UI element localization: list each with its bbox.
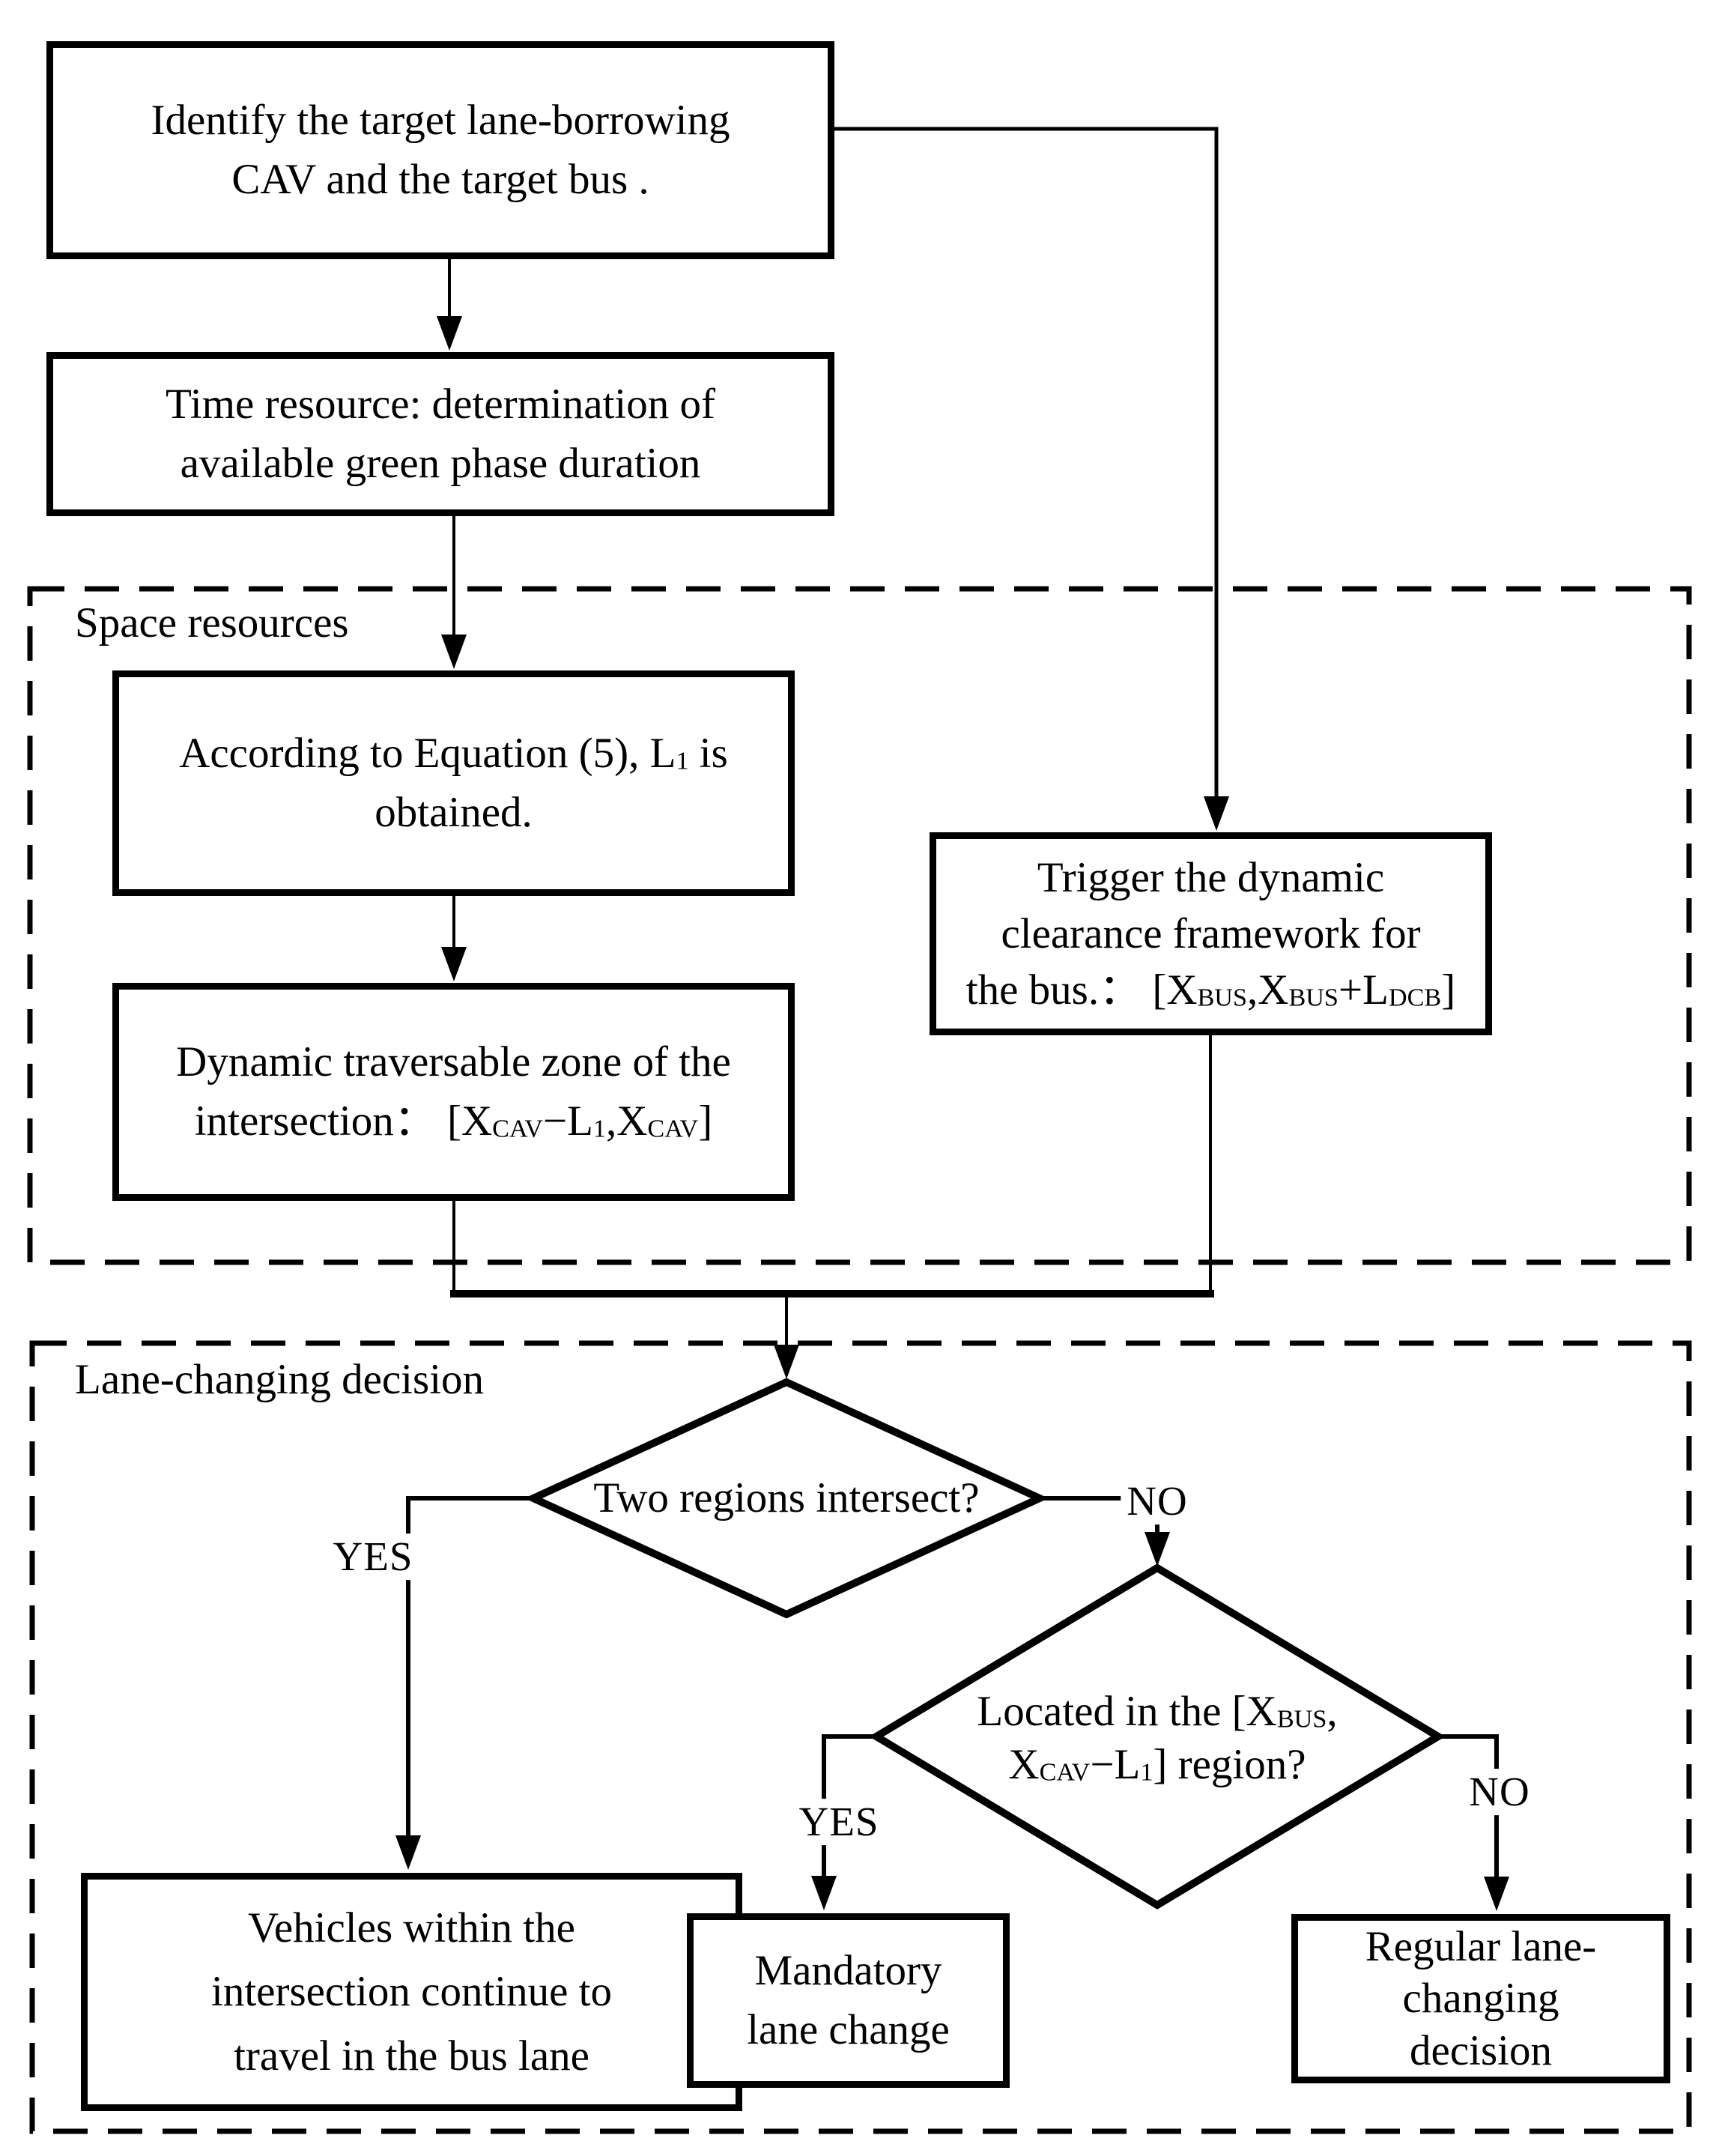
box-vehicles-line1: Vehicles within the: [248, 1904, 575, 1951]
box-dynamic-line2: intersection： [XCAV−L1,XCAV]: [195, 1092, 712, 1151]
box-regular-line2: changing: [1402, 1975, 1559, 2023]
box-dynamic-minus-l: −L: [542, 1097, 593, 1145]
box-dynamic-sub-cav1: CAV: [492, 1115, 543, 1143]
box-mandatory-line2: lane change: [747, 2005, 950, 2053]
label-yes-located: YES: [792, 1799, 885, 1845]
box-trigger-line1: Trigger the dynamic: [1037, 853, 1385, 901]
box-trigger-bracket: ]: [1441, 966, 1456, 1014]
diamond-located-line2: XCAV−L1] region?: [895, 1739, 1419, 1792]
box-equation-l1: According to Equation (5), L1 is obtaine…: [112, 670, 795, 896]
box-trigger-line3-text: the bus.： [X: [965, 966, 1198, 1014]
arrow-intersect-yes-head: [395, 1835, 421, 1870]
box-trigger-clearance: Trigger the dynamic clearance framework …: [930, 832, 1492, 1035]
box-vehicles-line3: travel in the bus lane: [234, 2032, 589, 2080]
box-dynamic-line2-text: intersection： [X: [194, 1097, 493, 1145]
arrow-into-trigger-head: [1204, 796, 1229, 831]
conn-identify-to-trigger: [834, 127, 1219, 798]
box-trigger-sub-dcb: DCB: [1388, 984, 1442, 1012]
box-equation-line1-text: According to Equation (5), L: [179, 729, 676, 777]
box-time-resource: Time resource: determination of availabl…: [46, 352, 834, 516]
box-mandatory-line1: Mandatory: [754, 1946, 942, 1994]
box-dynamic-sub-1: 1: [592, 1115, 606, 1143]
diamond-located-region-outline: [869, 1563, 1446, 1910]
diamond-located-line1: Located in the [XBUS,: [895, 1686, 1419, 1739]
diamond-located-region-q: ] region?: [1153, 1740, 1306, 1788]
box-trigger-sub-bus1: BUS: [1197, 984, 1248, 1012]
box-identify-targets: Identify the target lane-borrowing CAV a…: [46, 41, 834, 259]
box-identify-line1: Identify the target lane-borrowing: [151, 96, 730, 144]
diamond-located-minus-l: −L: [1090, 1740, 1141, 1788]
box-regular-decision: Regular lane- changing decision: [1291, 1914, 1670, 2083]
arrow-equation-to-dynamic-head: [441, 947, 467, 981]
box-vehicles-continue: Vehicles within the intersection continu…: [81, 1873, 742, 2111]
space-resources-label: Space resources: [75, 599, 349, 647]
lane-changing-container: [29, 1340, 1692, 2134]
space-resources-container: [27, 586, 1692, 1265]
diamond-located-line1-comma: ,: [1327, 1688, 1338, 1735]
arrow-identify-to-time-head: [437, 316, 462, 351]
box-dynamic-comma-x: ,X: [605, 1097, 648, 1145]
box-dynamic-bracket: ]: [698, 1097, 713, 1145]
conn-located-no: [1438, 1734, 1499, 1878]
arrow-intersect-no-head: [1144, 1532, 1170, 1566]
box-mandatory-lane-change: Mandatory lane change: [687, 1913, 1010, 2088]
arrow-located-yes-head: [811, 1876, 837, 1910]
label-no-located: NO: [1463, 1769, 1536, 1815]
diamond-located-sub-bus: BUS: [1276, 1705, 1327, 1733]
box-time-line1: Time resource: determination of: [166, 380, 715, 428]
diamond-located-region-text: Located in the [XBUS, XCAV−L1] region?: [895, 1686, 1419, 1791]
arrow-located-no-head: [1484, 1877, 1509, 1911]
diamond-located-sub-1: 1: [1140, 1758, 1153, 1787]
box-trigger-line3: the bus.： [XBUS,XBUS+LDCB]: [966, 962, 1455, 1018]
box-dynamic-line1: Dynamic traversable zone of the: [176, 1038, 731, 1085]
arrow-time-to-equation-head: [441, 635, 467, 669]
box-regular-line1: Regular lane-: [1365, 1922, 1597, 1970]
box-equation-line2: obtained.: [375, 788, 533, 836]
box-trigger-comma-x: ,X: [1247, 966, 1289, 1014]
box-regular-line3: decision: [1410, 2026, 1552, 2074]
diamond-two-regions-outline: [524, 1378, 1049, 1619]
diamond-located-sub-cav: CAV: [1039, 1758, 1091, 1787]
diamond-two-regions-text: Two regions intersect?: [593, 1474, 980, 1521]
box-trigger-plus-l: +L: [1338, 966, 1389, 1014]
lane-changing-label: Lane-changing decision: [75, 1356, 485, 1403]
label-yes-intersect: YES: [327, 1533, 419, 1580]
conn-intersect-yes: [406, 1496, 533, 1837]
box-equation-line1: According to Equation (5), L1 is: [179, 724, 728, 784]
box-dynamic-zone: Dynamic traversable zone of the intersec…: [112, 983, 795, 1201]
box-equation-line1-tail: is: [688, 729, 728, 777]
box-dynamic-sub-cav2: CAV: [647, 1115, 699, 1143]
box-time-line2: available green phase duration: [180, 439, 701, 487]
box-equation-line1-subscript: 1: [676, 747, 689, 775]
diamond-located-line1-text: Located in the [X: [977, 1688, 1277, 1735]
box-trigger-line2: clearance framework for: [1001, 909, 1421, 957]
box-vehicles-line2: intersection continue to: [210, 1968, 612, 2016]
arrow-into-intersect-head: [774, 1345, 799, 1379]
diamond-located-line2-x: X: [1008, 1740, 1040, 1788]
box-identify-line2: CAV and the target bus .: [231, 155, 649, 203]
label-no-intersect: NO: [1121, 1478, 1194, 1524]
box-trigger-sub-bus2: BUS: [1288, 984, 1338, 1012]
